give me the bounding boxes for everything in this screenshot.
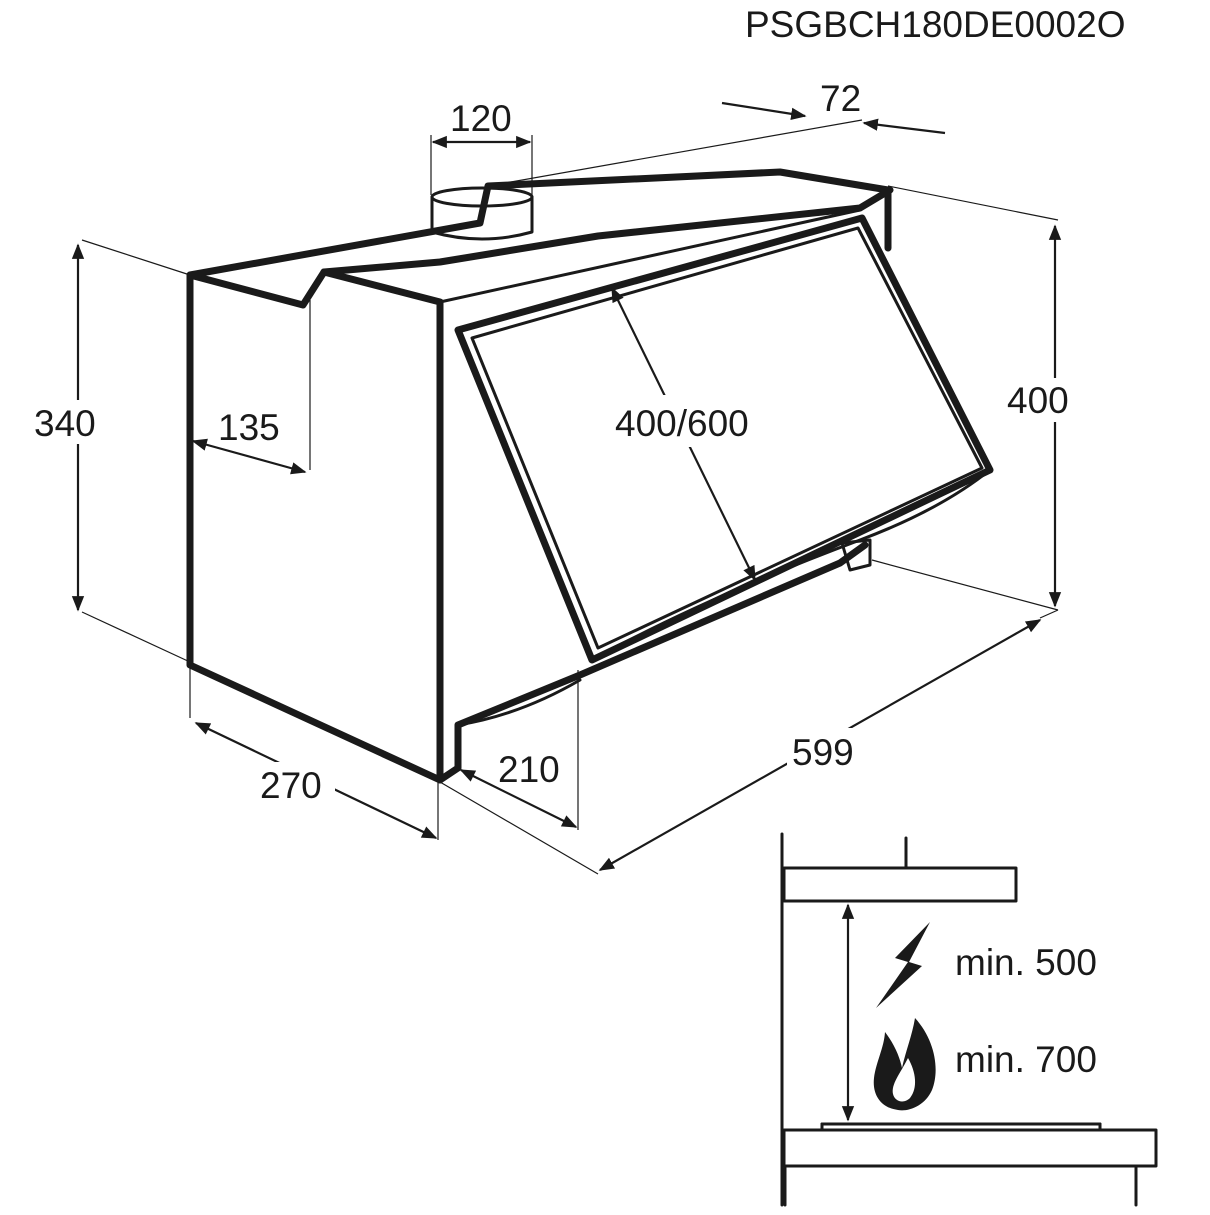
clearance-electric-label: min. 500 xyxy=(955,942,1097,983)
side-depth-label-bg xyxy=(255,762,335,808)
dim-offset-arrow-right xyxy=(862,118,946,135)
dim-offset-arrow-left xyxy=(721,101,807,120)
clearance-inset: min. 500 min. 700 xyxy=(780,832,1158,1207)
clearance-gas-label: min. 700 xyxy=(955,1039,1097,1080)
extension-lines xyxy=(81,119,1059,875)
dim-duct-depth-label: 135 xyxy=(218,407,280,448)
dim-duct-depth-arrow xyxy=(191,438,307,475)
dim-offset-label: 72 xyxy=(820,78,861,119)
width-label-bg xyxy=(787,728,867,774)
rear-height-label-bg xyxy=(32,400,108,444)
dim-rear-height-label: 340 xyxy=(34,403,96,444)
dimension-arrows xyxy=(71,101,1062,871)
flame-icon xyxy=(873,1018,936,1111)
visor-inner xyxy=(470,226,984,650)
inset-hood xyxy=(782,866,1018,903)
hood-top-inner-edge xyxy=(320,186,894,276)
lightning-icon xyxy=(876,922,930,1008)
duct-collar xyxy=(430,186,534,241)
dim-duct-label: 120 xyxy=(450,98,512,139)
dim-bottom-depth-arrow xyxy=(459,769,578,828)
inset-hob xyxy=(782,1128,1158,1168)
dim-front-height-label: 400 xyxy=(1007,380,1069,421)
hood-body xyxy=(186,168,894,784)
hood-bottom-curve xyxy=(456,678,582,727)
dim-width-label: 599 xyxy=(792,732,854,773)
hood-front-top-edge xyxy=(438,208,862,304)
hood-bottom-edge xyxy=(436,541,869,784)
dimension-labels: 120 72 340 135 400 400/600 270 210 599 xyxy=(34,78,1069,806)
dim-bottom-depth-label: 210 xyxy=(498,749,560,790)
dim-visor-label: 400/600 xyxy=(615,403,749,444)
dim-side-depth-label: 270 xyxy=(260,765,322,806)
duct-collar-body xyxy=(430,195,534,241)
visor-label-bg xyxy=(612,395,770,447)
document-code: PSGBCH180DE0002O xyxy=(745,4,1125,45)
hood-side-panel xyxy=(186,268,444,784)
hood-top-edge xyxy=(186,168,892,279)
front-height-label-bg xyxy=(1005,378,1087,422)
